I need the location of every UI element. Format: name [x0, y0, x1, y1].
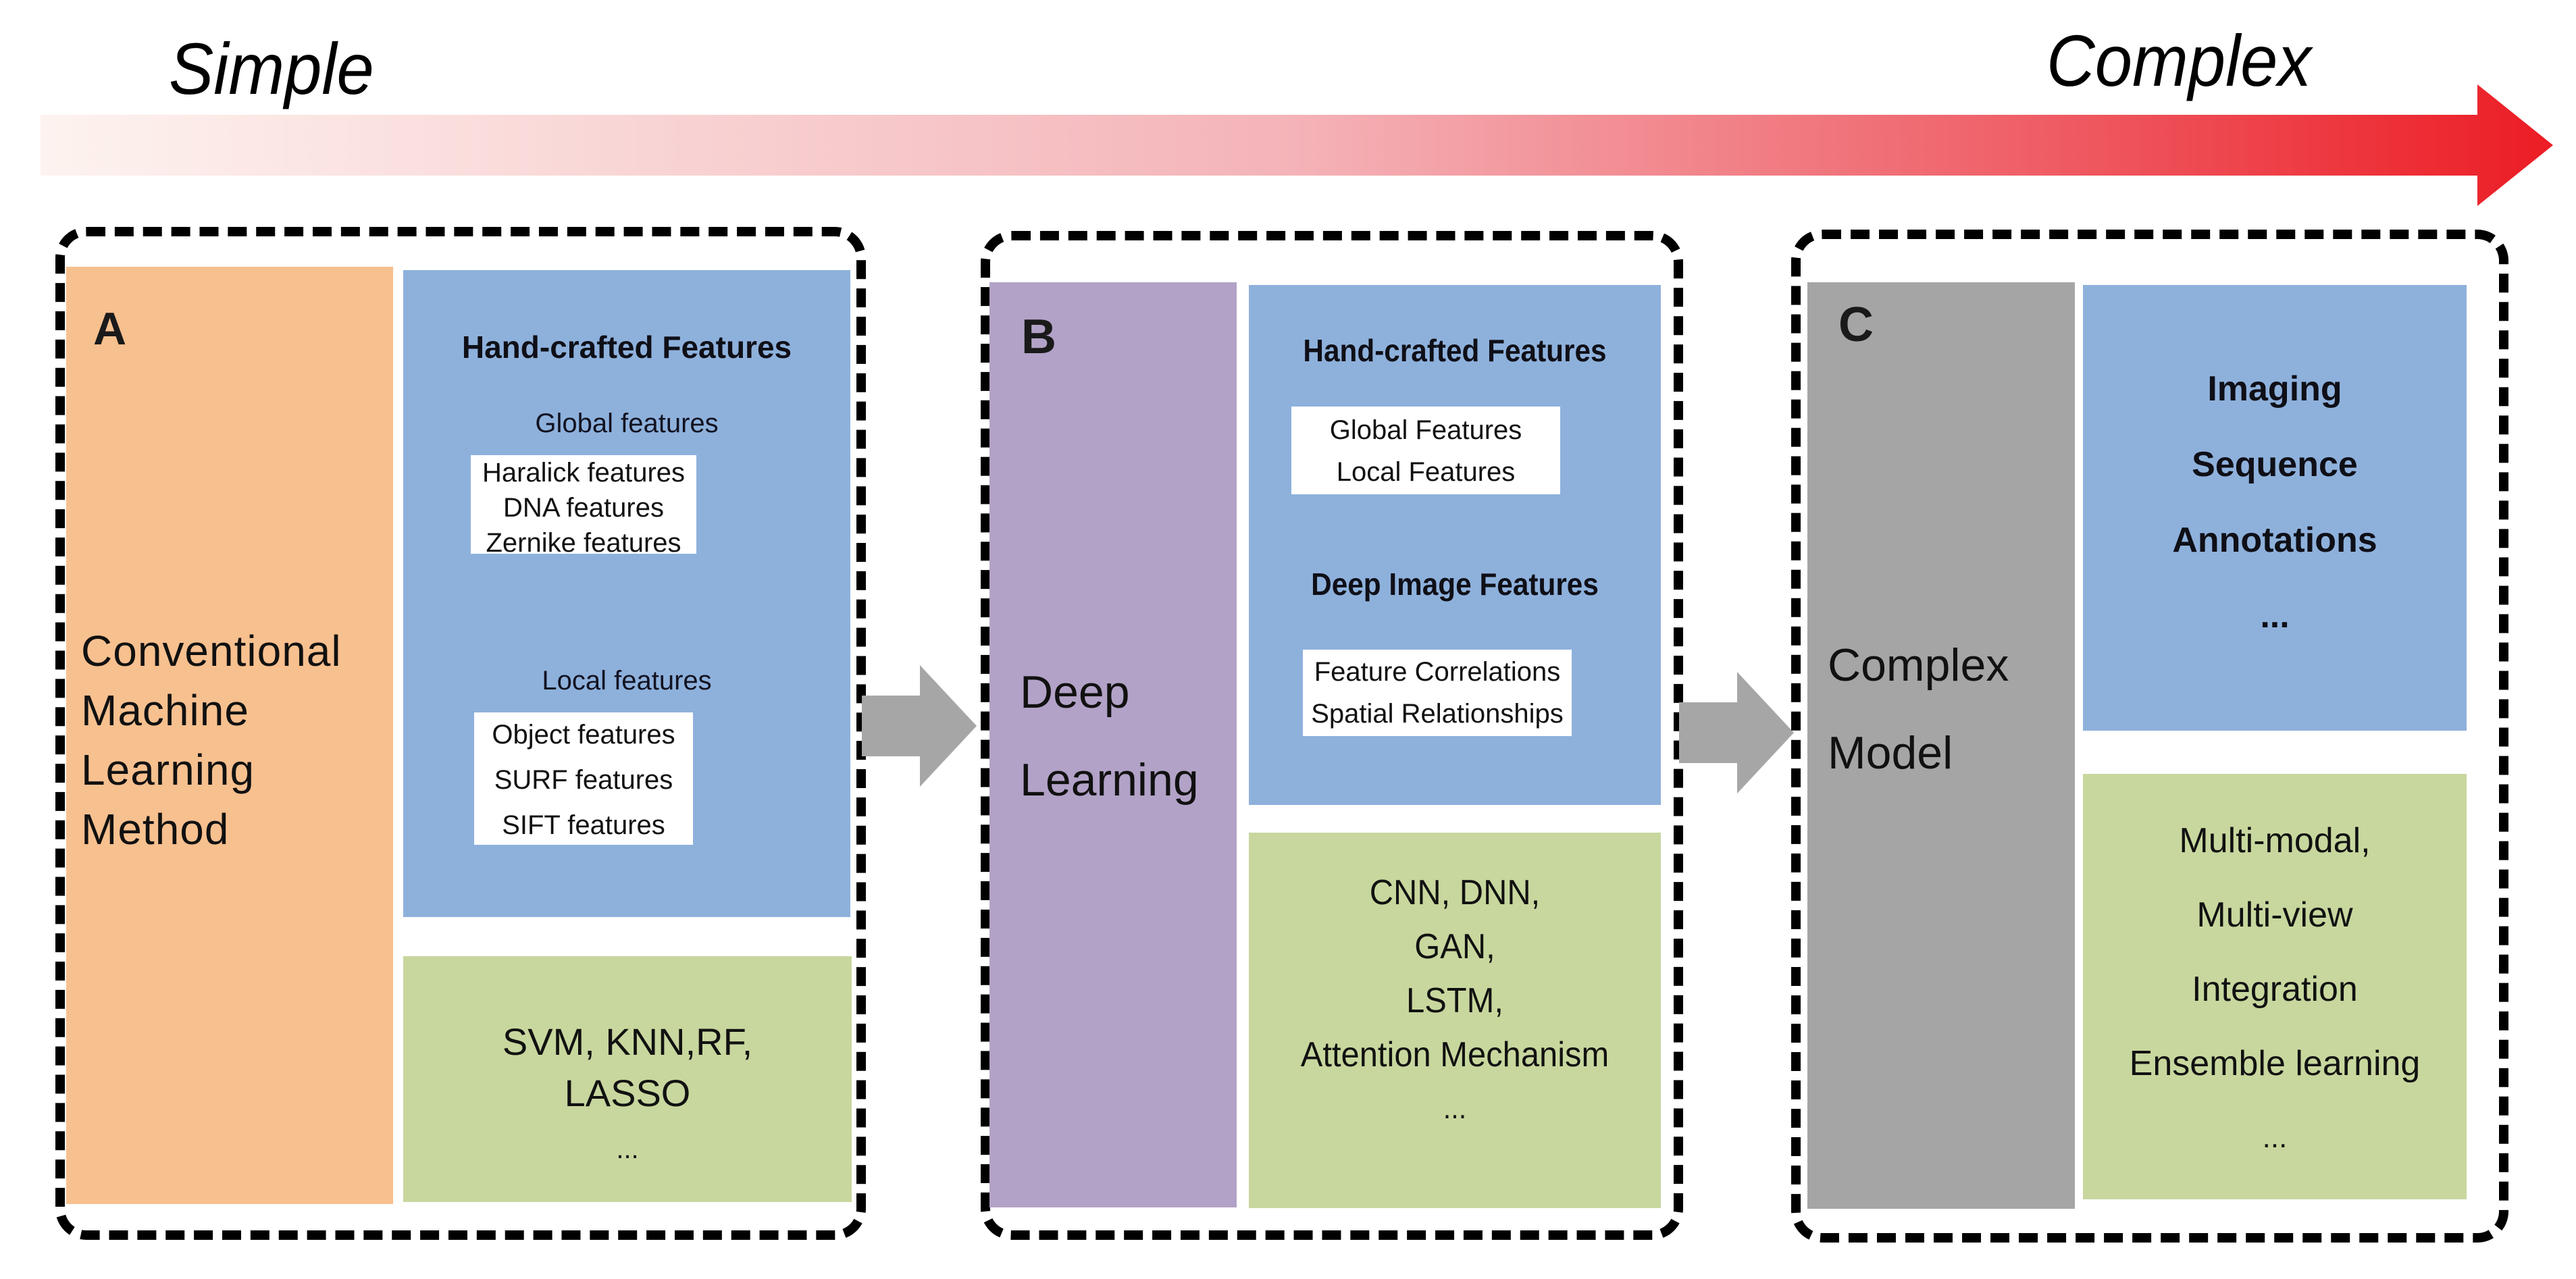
method-item: ...: [616, 1134, 639, 1164]
feature-item: ...: [2260, 596, 2290, 635]
panel-a-method-box: [66, 267, 393, 1204]
panel-c-letter: C: [1838, 298, 1874, 352]
panel-b-handcrafted-heading: Hand-crafted Features: [1303, 333, 1607, 368]
feature-item: SURF features: [494, 765, 673, 795]
panel-c-features-box: [2083, 285, 2467, 731]
method-item: Attention Mechanism: [1300, 1035, 1609, 1074]
panel-a-global-list: Haralick features DNA features Zernike f…: [471, 455, 696, 558]
panel-a-methods-box: [403, 956, 852, 1202]
panel-b-title: Deep Learning: [1020, 648, 1199, 824]
scale-start-label: Simple: [169, 28, 374, 109]
feature-item: Feature Correlations: [1314, 657, 1561, 687]
panel-b-letter: B: [1021, 310, 1056, 364]
panel-c-methods-box: [2083, 774, 2467, 1199]
method-item: ...: [1443, 1092, 1467, 1125]
panel-b-deep-list: Feature Correlations Spatial Relationshi…: [1303, 650, 1572, 736]
panel-a-title-line: Method: [81, 805, 230, 854]
panel-b-deep-heading: Deep Image Features: [1311, 567, 1599, 602]
method-item: CNN, DNN,: [1369, 873, 1541, 912]
panel-b-frame: [981, 231, 1683, 1240]
method-item: GAN,: [1414, 927, 1495, 966]
method-item: SVM, KNN,RF,: [502, 1020, 753, 1063]
panel-c-title: Complex Model: [1828, 621, 2009, 797]
panel-a-local-label: Local features: [542, 666, 712, 696]
feature-item: Sequence: [2192, 445, 2358, 484]
feature-item: Haralick features: [482, 458, 686, 488]
feature-item: Zernike features: [486, 528, 681, 558]
feature-item: Annotations: [2172, 521, 2377, 560]
panel-a-methods-list: SVM, KNN,RF, LASSO ...: [403, 1016, 852, 1180]
panel-b-title-line: Learning: [1020, 754, 1199, 806]
panel-c-title-line: Complex: [1828, 640, 2009, 691]
panel-a-title-line: Conventional: [81, 627, 342, 675]
complexity-arrow-shape: [41, 84, 2553, 206]
panel-c-methods-list: Multi-modal, Multi-view Integration Ense…: [2083, 804, 2467, 1175]
panel-a-title-line: Learning: [81, 746, 255, 794]
panel-b-method-box: [989, 282, 1237, 1207]
method-item: LASSO: [564, 1072, 691, 1114]
method-item: Integration: [2192, 970, 2358, 1009]
method-item: Multi-view: [2196, 895, 2353, 935]
feature-item: DNA features: [503, 493, 664, 523]
panel-b-title-line: Deep: [1020, 667, 1130, 718]
panel-b-methods-box: [1249, 833, 1661, 1208]
feature-item: Imaging: [2207, 369, 2342, 409]
panel-a-global-label: Global features: [535, 409, 719, 438]
connector-arrow-icon: [1679, 672, 1794, 793]
panel-b-methods-list: CNN, DNN, GAN, LSTM, Attention Mechanism…: [1261, 866, 1648, 1136]
method-item: LSTM,: [1406, 981, 1503, 1020]
panel-c-method-box: [1807, 282, 2075, 1209]
panel-c-title-line: Model: [1828, 727, 1953, 779]
panel-a-local-list: Object features SURF features SIFT featu…: [474, 712, 693, 845]
feature-item: Object features: [492, 720, 675, 750]
panel-c-frame: [1791, 230, 2508, 1243]
panel-a-features-heading: Hand-crafted Features: [461, 330, 792, 365]
panel-c-features-list: Imaging Sequence Annotations ...: [2083, 351, 2467, 654]
method-item: ...: [2262, 1121, 2288, 1154]
scale-end-label: Complex: [2046, 20, 2312, 101]
feature-item: Global Features: [1329, 415, 1522, 445]
panel-a-letter: A: [93, 303, 127, 355]
feature-item: Local Features: [1336, 457, 1516, 487]
panel-a-title: Conventional Machine Learning Method: [81, 621, 342, 859]
method-item: Multi-modal,: [2179, 821, 2371, 860]
complexity-arrow-icon: [41, 84, 2553, 206]
feature-item: Spatial Relationships: [1311, 699, 1564, 729]
panel-a-title-line: Machine: [81, 686, 249, 735]
method-item: Ensemble learning: [2129, 1044, 2421, 1083]
connector-arrow-icon: [862, 665, 977, 787]
panel-a-frame: [55, 227, 866, 1240]
feature-item: SIFT features: [502, 810, 665, 840]
panel-b-handcrafted-list: Global Features Local Features: [1291, 407, 1560, 494]
